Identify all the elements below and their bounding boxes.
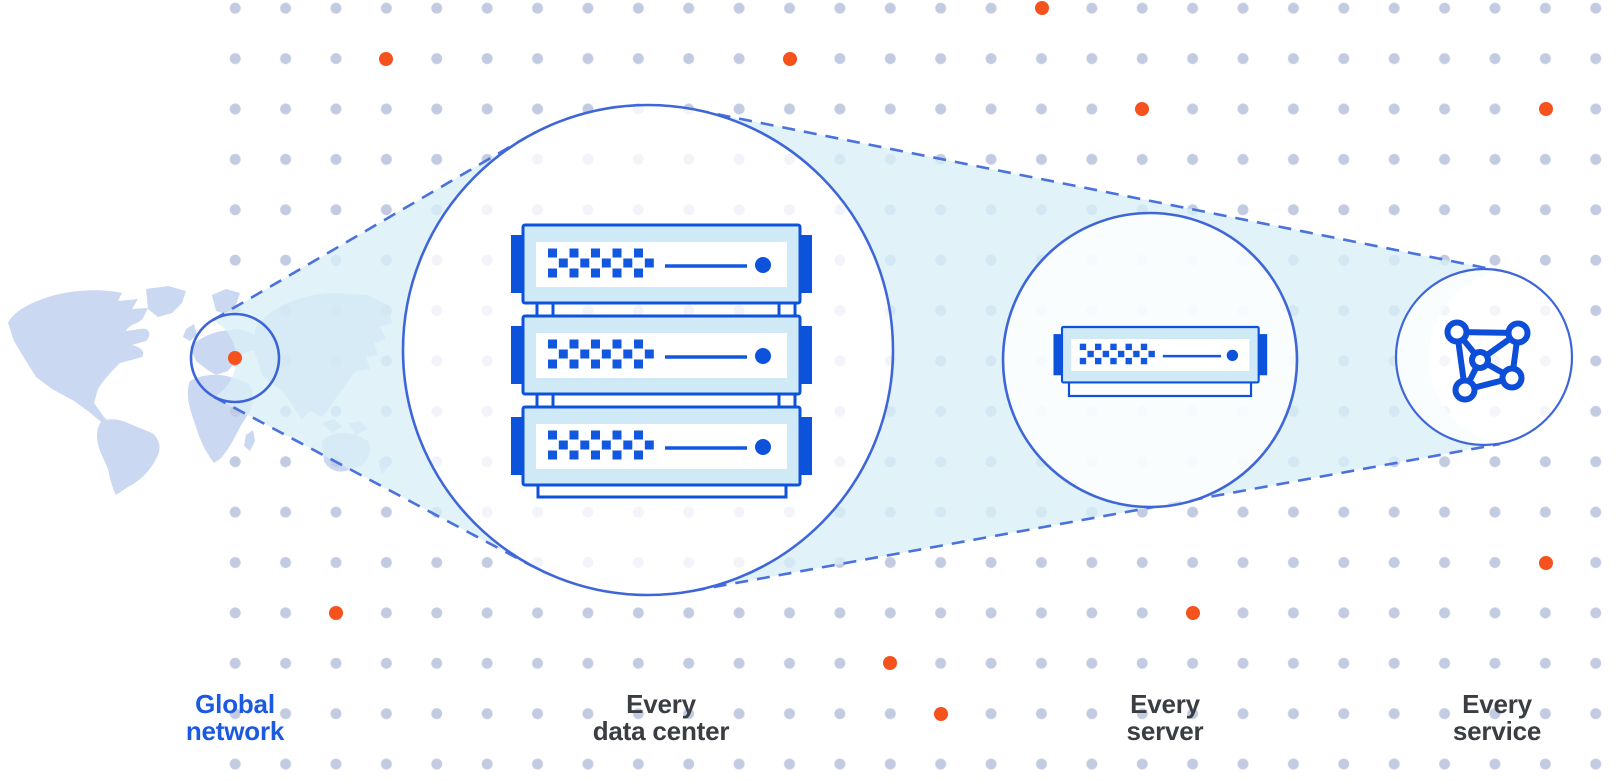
single-server bbox=[1052, 325, 1269, 398]
label-line: Global bbox=[195, 689, 275, 719]
label-line: Every bbox=[626, 689, 696, 719]
label-global-network: Global network bbox=[186, 691, 284, 745]
accent-dot bbox=[379, 51, 394, 66]
location-dot bbox=[228, 351, 243, 365]
accent-dot bbox=[1034, 1, 1049, 16]
accent-dot bbox=[1538, 102, 1553, 116]
network-mesh-icon bbox=[1444, 319, 1531, 403]
label-service: Every service bbox=[1453, 691, 1541, 745]
label-line: network bbox=[185, 716, 285, 746]
label-line: Every bbox=[1130, 689, 1200, 719]
label-server: Every server bbox=[1127, 691, 1204, 745]
label-line: data center bbox=[592, 716, 730, 746]
label-line: Every bbox=[1462, 689, 1532, 719]
accent-dot bbox=[1185, 606, 1200, 620]
accent-dot bbox=[933, 706, 948, 721]
accent-dot bbox=[329, 606, 343, 620]
server-rack bbox=[509, 223, 814, 499]
zoom-dashed-lines bbox=[212, 108, 1502, 593]
accent-dot bbox=[782, 51, 797, 66]
accent-dot bbox=[1538, 555, 1553, 570]
global-network-circle bbox=[189, 312, 281, 404]
label-data-center: Every data center bbox=[593, 691, 730, 745]
accent-dot bbox=[1135, 102, 1150, 116]
label-line: service bbox=[1452, 716, 1542, 746]
beam-left bbox=[213, 138, 532, 566]
accent-dot bbox=[883, 656, 898, 671]
label-line: server bbox=[1126, 716, 1204, 746]
